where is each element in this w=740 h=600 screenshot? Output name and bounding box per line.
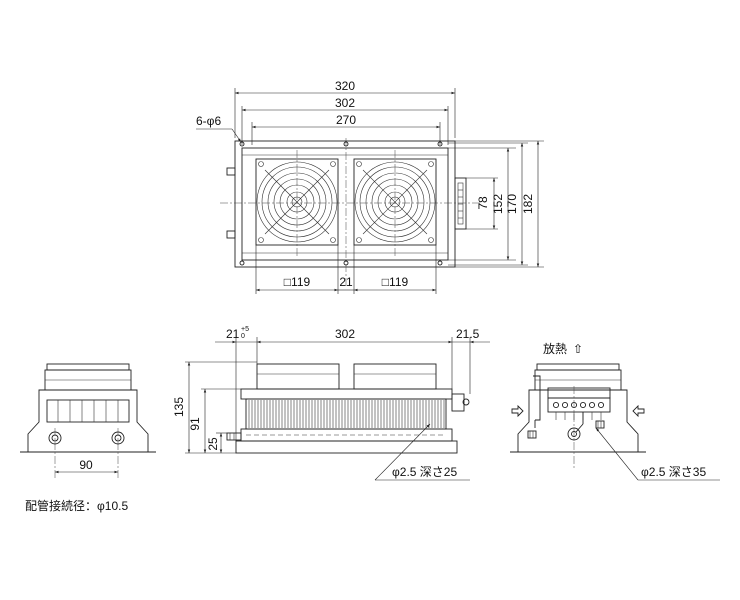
terminal-screw-icon: [588, 401, 596, 409]
top-view: 320 302 270 6-φ6 78 152 170 182: [196, 79, 544, 294]
dim-height-78: 78: [476, 196, 490, 210]
right-hole-note: φ2.5 深さ35: [641, 465, 706, 479]
fan-screw-hole-icon: [330, 161, 336, 167]
fan-screw-hole-icon: [428, 161, 434, 167]
terminal-screw-icon: [561, 401, 569, 409]
right-base-bracket: [517, 389, 639, 453]
housing-outline: [241, 147, 449, 261]
pipe-fitting-icon: [527, 430, 537, 439]
fan-left-profile: [256, 363, 340, 390]
fan-screw-hole-icon: [330, 237, 336, 243]
dim-width-mid: 302: [335, 96, 355, 110]
terminal-screw-icon: [579, 401, 587, 409]
dim-front-length: 302: [335, 327, 355, 341]
fin-lines: [248, 400, 445, 428]
dim-height-152: 152: [491, 194, 505, 214]
dim-fan-left: □119: [284, 275, 311, 289]
terminal-screw-icon: [552, 401, 560, 409]
pipe-fitting-icon: [595, 420, 605, 429]
terminal-block: [454, 177, 467, 230]
fan-screw-hole-icon: [356, 237, 362, 243]
dim-tolerance-upper: +5: [241, 326, 249, 333]
dim-side-width: 90: [79, 458, 93, 472]
front-view: 21 +5 0 302 21.5 135 91 25 φ2.5 深さ25: [172, 326, 490, 481]
dim-tolerance-lower: 0: [241, 333, 245, 340]
base-bracket: [27, 389, 149, 453]
dim-height-91: 91: [188, 417, 202, 431]
pipe-connection-note: 配管接続径：φ10.5: [25, 498, 128, 513]
dim-width-holes: 270: [336, 113, 356, 127]
dim-height-135: 135: [172, 397, 186, 417]
dim-height-170: 170: [505, 194, 519, 214]
dim-fan-gap: 21: [339, 275, 353, 289]
fan-screw-hole-icon: [258, 161, 264, 167]
fan-right-profile: [353, 363, 437, 390]
front-hole-note: φ2.5 深さ25: [392, 465, 457, 479]
fan-screw-hole-icon: [258, 237, 264, 243]
pipe-fitting-icon: [226, 167, 236, 176]
terminal-profile: [451, 393, 465, 412]
left-side-view: 90: [20, 363, 156, 478]
terminal-screw-icon: [462, 398, 470, 406]
mounting-hole-icon: [437, 260, 443, 266]
airflow-out-arrow-icon: [632, 404, 645, 418]
fan-screw-hole-icon: [428, 237, 434, 243]
dim-offset-right: 21.5: [456, 327, 480, 341]
fan-top-cover: [46, 363, 130, 371]
airflow-label: 放熱: [543, 341, 567, 356]
hole-spec-label: 6-φ6: [196, 114, 221, 128]
mounting-hole-icon: [239, 260, 245, 266]
fan-screw-hole-icon: [356, 161, 362, 167]
dim-fan-right: □119: [382, 275, 409, 289]
dim-width-outer: 320: [335, 79, 355, 93]
dim-height-25: 25: [206, 437, 220, 451]
mount-tab: [533, 375, 541, 421]
right-side-view: 放熱 ⇧: [510, 341, 720, 481]
airflow-up-arrow-icon: ⇧: [573, 342, 583, 356]
pipe-fitting-icon: [226, 230, 236, 239]
dim-offset-left: 21: [226, 327, 240, 341]
dim-height-182: 182: [521, 194, 535, 214]
base-plate-profile: [235, 440, 458, 454]
airflow-in-arrow-icon: [511, 404, 524, 418]
terminal-screw-icon: [597, 401, 605, 409]
